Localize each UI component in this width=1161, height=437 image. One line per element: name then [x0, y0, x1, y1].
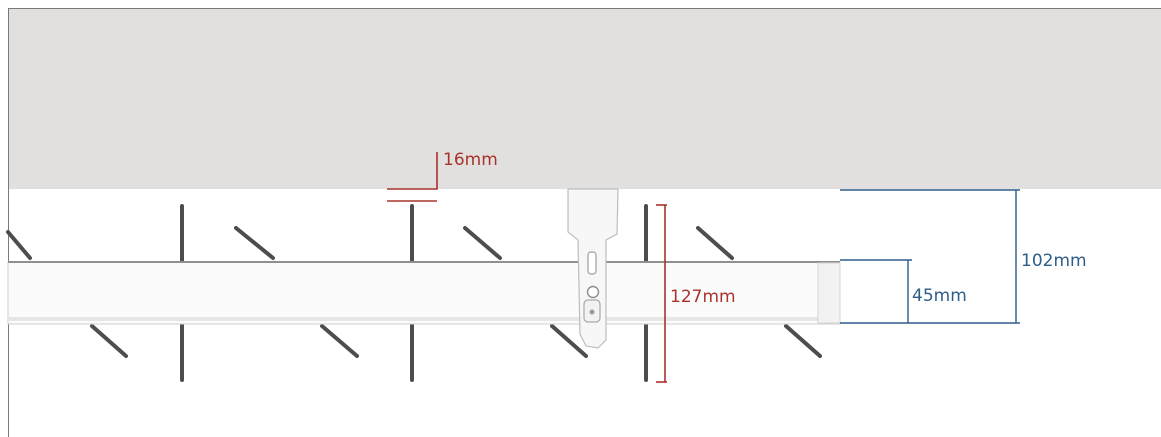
rail-body — [7, 261, 841, 325]
spike-bottom-diagonal — [90, 324, 128, 358]
bracket-rivet — [589, 309, 595, 315]
height-dimension — [656, 204, 667, 383]
mounting-bracket — [567, 188, 619, 349]
spike-top-diagonal — [234, 226, 275, 260]
bracket-bolt — [586, 285, 600, 299]
spike-top-diagonal — [463, 226, 502, 260]
spike-bottom-diagonal — [320, 324, 359, 358]
gap-dimension-label: 16mm — [443, 150, 498, 170]
gap-dimension-leader — [387, 152, 438, 190]
rail-depth-dimension — [840, 259, 912, 323]
bracket-slot — [587, 251, 597, 275]
total-depth-dimension — [840, 189, 1020, 324]
spike-top-diagonal — [696, 226, 734, 260]
rail-end-cap — [817, 262, 841, 324]
spike-bottom-diagonal — [784, 324, 822, 358]
ceiling-surface — [8, 8, 1161, 189]
spikes — [6, 204, 822, 382]
gap-dimension — [387, 152, 438, 202]
total-depth-label: 102mm — [1021, 251, 1087, 271]
rail-depth-label: 45mm — [912, 286, 967, 306]
spike-top-diagonal — [6, 230, 32, 260]
spike-bottom-diagonal — [550, 324, 588, 358]
rail — [7, 261, 841, 325]
height-dimension-label: 127mm — [670, 287, 736, 307]
